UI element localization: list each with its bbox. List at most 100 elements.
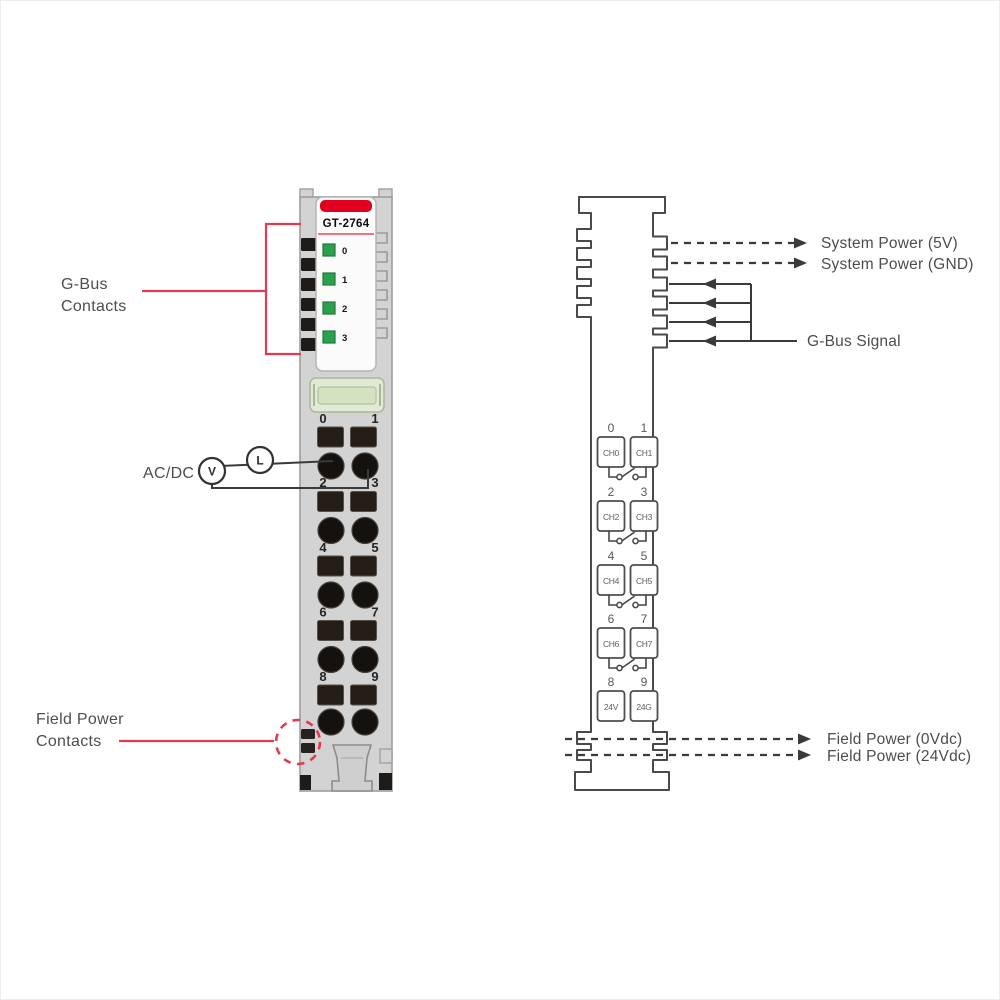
terminal-row: 6 7 bbox=[317, 605, 379, 674]
channel-number: 6 bbox=[608, 612, 615, 626]
led-2 bbox=[322, 301, 336, 315]
channel-box-label: 24G bbox=[636, 702, 651, 712]
field-power-lines: Field Power (0Vdc) Field Power (24Vdc) bbox=[565, 731, 971, 765]
module-illustration: GT-2764 0 1 2 3 0 1 bbox=[36, 188, 393, 792]
gbus-signal-bus bbox=[750, 284, 797, 342]
gbus-bracket bbox=[264, 222, 301, 356]
label-holder bbox=[309, 377, 385, 413]
channel-row: 2 3 CH2 CH3 bbox=[596, 485, 659, 545]
channel-box-label: CH7 bbox=[636, 639, 653, 649]
channel-number: 9 bbox=[641, 675, 648, 689]
field-power-pins bbox=[301, 729, 315, 753]
line-symbol: L bbox=[256, 454, 263, 468]
system-power-5v-label: System Power (5V) bbox=[821, 235, 958, 252]
bottom-notch-right bbox=[379, 773, 392, 790]
field-power-label-line2: Contacts bbox=[36, 733, 102, 750]
arrow-left-icon bbox=[703, 297, 716, 309]
channel-rows: 0 1 CH0 CH1 2 3 CH2 CH3 bbox=[596, 421, 659, 722]
terminal-block: 0 1 2 3 4 5 bbox=[317, 411, 379, 736]
terminal-number: 4 bbox=[319, 540, 327, 555]
terminal-number: 5 bbox=[371, 540, 378, 555]
channel-number: 1 bbox=[641, 421, 648, 435]
channel-box bbox=[596, 436, 626, 468]
channel-box-label: 24V bbox=[604, 702, 619, 712]
terminal-number: 9 bbox=[371, 669, 378, 684]
annotation-acdc: V L AC/DC bbox=[143, 445, 369, 489]
acdc-label: AC/DC bbox=[143, 465, 194, 482]
channel-number: 7 bbox=[641, 612, 648, 626]
channel-number: 2 bbox=[608, 485, 615, 499]
wire-line-l bbox=[219, 460, 334, 467]
schematic-right-side bbox=[615, 196, 670, 791]
arrow-left-icon bbox=[703, 278, 716, 290]
terminal-number: 1 bbox=[371, 411, 378, 426]
status-leds: 0 1 2 3 bbox=[322, 243, 348, 344]
led-3 bbox=[322, 330, 336, 344]
module-faceplate: GT-2764 0 1 2 3 bbox=[315, 196, 377, 372]
gbus-contact-pins bbox=[301, 238, 318, 351]
terminal-number: 0 bbox=[319, 411, 326, 426]
channel-box-label: CH2 bbox=[603, 512, 620, 522]
side-notch-right bbox=[379, 748, 393, 764]
gbus-signal-lines: G-Bus Signal bbox=[669, 278, 901, 350]
channel-row: 0 1 CH0 CH1 bbox=[596, 421, 659, 481]
channel-box-label: CH0 bbox=[603, 448, 620, 458]
channel-box bbox=[629, 690, 659, 722]
channel-box-label: CH1 bbox=[636, 448, 653, 458]
arrow-left-icon bbox=[703, 316, 716, 328]
field-power-0v-label: Field Power (0Vdc) bbox=[827, 731, 962, 748]
channel-box bbox=[596, 564, 626, 596]
terminal-number: 8 bbox=[319, 669, 326, 684]
channel-number: 0 bbox=[608, 421, 615, 435]
faceplate-red-bar bbox=[320, 200, 372, 212]
arrow-right-icon bbox=[798, 733, 811, 745]
field-power-24v-label: Field Power (24Vdc) bbox=[827, 748, 971, 765]
channel-row: 6 7 CH6 CH7 bbox=[596, 612, 659, 672]
led-0 bbox=[322, 243, 336, 257]
system-power-lines: System Power (5V) System Power (GND) bbox=[671, 235, 974, 273]
terminal-number: 3 bbox=[371, 475, 378, 490]
schematic-left-side bbox=[574, 196, 627, 791]
field-power-dashed-circle bbox=[274, 718, 322, 766]
arrow-left-icon bbox=[703, 335, 716, 347]
channel-row: 4 5 CH4 CH5 bbox=[596, 549, 659, 609]
faceplate-panel bbox=[315, 196, 377, 372]
led-2-number: 2 bbox=[342, 304, 347, 315]
voltage-symbol: V bbox=[208, 465, 216, 479]
wire-line-v bbox=[211, 469, 369, 489]
relay-switch-icon bbox=[608, 657, 647, 669]
system-power-gnd-label: System Power (GND) bbox=[821, 256, 974, 273]
gbus-signal-label: G-Bus Signal bbox=[807, 333, 901, 350]
led-3-number: 3 bbox=[342, 333, 347, 344]
arrow-right-icon bbox=[794, 257, 807, 269]
channel-box bbox=[596, 627, 626, 659]
field-power-label-line1: Field Power bbox=[36, 711, 124, 728]
channel-number: 3 bbox=[641, 485, 648, 499]
channel-box bbox=[629, 564, 659, 596]
channel-box-label: CH4 bbox=[603, 576, 620, 586]
channel-box bbox=[596, 690, 626, 722]
terminal-row: 4 5 bbox=[317, 540, 379, 609]
annotation-gbus-contacts: G-Bus Contacts bbox=[61, 222, 301, 356]
gbus-signal-wires bbox=[669, 283, 751, 342]
channel-box-label: CH3 bbox=[636, 512, 653, 522]
relay-switch-icon bbox=[608, 530, 647, 542]
channel-row: 8 9 24V 24G bbox=[596, 675, 659, 722]
annotation-field-power: Field Power Contacts bbox=[36, 711, 322, 766]
relay-switch-icon bbox=[608, 594, 647, 606]
channel-box-label: CH5 bbox=[636, 576, 653, 586]
led-0-number: 0 bbox=[342, 246, 347, 257]
relay-switch-icon bbox=[608, 466, 647, 478]
channel-number: 4 bbox=[608, 549, 615, 563]
led-1-number: 1 bbox=[342, 275, 348, 286]
channel-box bbox=[629, 627, 659, 659]
voltage-source-circle bbox=[197, 456, 227, 486]
bottom-notch-left bbox=[300, 775, 311, 790]
channel-box-label: CH6 bbox=[603, 639, 620, 649]
channel-box bbox=[596, 500, 626, 532]
gbus-contacts-label-line2: Contacts bbox=[61, 298, 127, 315]
gbus-contacts-label-line1: G-Bus bbox=[61, 276, 108, 293]
line-source-circle bbox=[245, 445, 275, 475]
